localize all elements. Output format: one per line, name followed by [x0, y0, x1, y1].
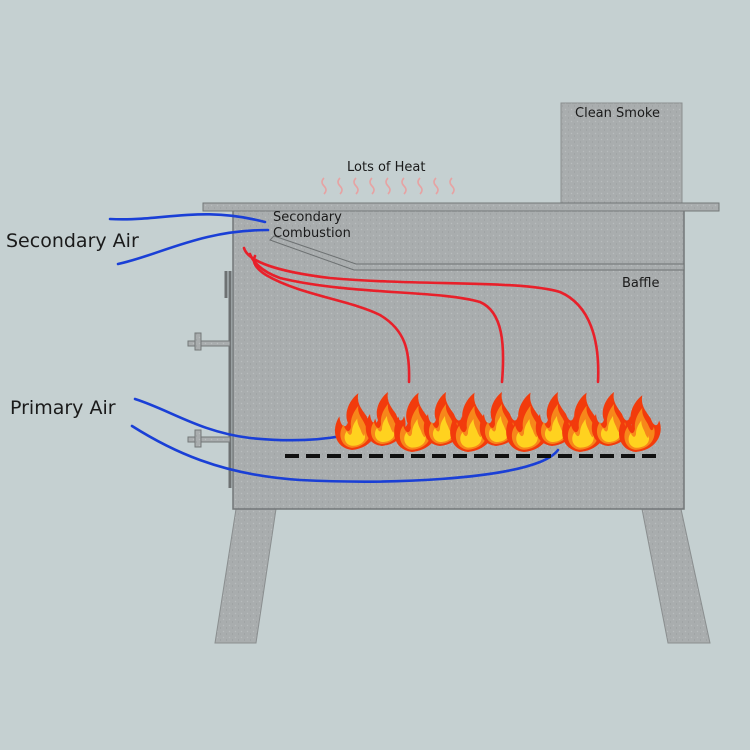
primary-air-inlet [187, 436, 231, 443]
heat-label: Lots of Heat [347, 160, 426, 175]
secondary-air-label: Secondary Air [6, 230, 139, 252]
fire [334, 392, 661, 452]
secondary-air-inlet [187, 340, 231, 347]
secondary-combustion-line-2: Combustion [273, 226, 351, 241]
secondary-combustion-label: Secondary Combustion [273, 210, 351, 242]
hot-gas-path-2 [248, 252, 505, 384]
hot-gas-path-3 [242, 246, 600, 384]
secondary-air-flow [108, 213, 270, 266]
stove-leg-left [214, 508, 277, 644]
hot-gas-path-1 [252, 254, 411, 384]
stove-top-plate [202, 202, 720, 212]
firebox [232, 209, 685, 510]
stove-leg-right [641, 508, 711, 644]
baffle-label: Baffle [622, 276, 660, 291]
hot-gas-paths [242, 246, 600, 384]
secondary-combustion-line-1: Secondary [273, 210, 342, 225]
primary-air-label: Primary Air [10, 397, 116, 419]
baffle [269, 235, 685, 271]
clean-smoke-label: Clean Smoke [575, 106, 660, 121]
heat-wave-icon [321, 177, 455, 195]
primary-air-flow [130, 397, 560, 483]
chimney [560, 102, 683, 207]
